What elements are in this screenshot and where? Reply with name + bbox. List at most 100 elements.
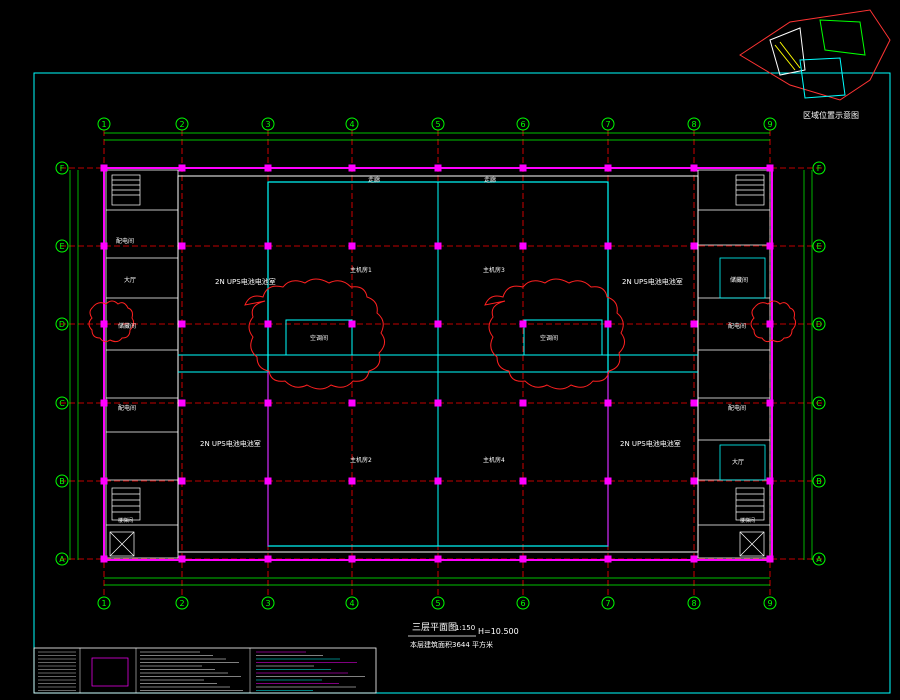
grid-bubble-row-D: D xyxy=(812,317,826,331)
structural-column xyxy=(264,477,272,485)
room-aircon-right: 空调间 xyxy=(540,334,558,342)
structural-column xyxy=(264,399,272,407)
room-ups-top-left: 2N UPS电池电池室 xyxy=(215,277,276,286)
structural-column xyxy=(348,477,356,485)
room-hall-right: 大厅 xyxy=(732,458,744,466)
room-elec-left-2: 配电间 xyxy=(118,404,136,412)
grid-bubble-text: 2 xyxy=(179,120,184,129)
grid-bubble-text: 6 xyxy=(520,599,525,608)
structural-column xyxy=(178,555,186,563)
structural-column xyxy=(348,164,356,172)
grid-bubble-row-F: F xyxy=(812,161,826,175)
structural-column xyxy=(519,555,527,563)
grid-bubble-text: E xyxy=(816,242,821,251)
grid-bubble-text: 8 xyxy=(691,120,696,129)
room-aircon-left: 空调间 xyxy=(310,334,328,342)
grid-bubble-text: 3 xyxy=(265,599,270,608)
structural-column xyxy=(178,477,186,485)
grid-bubble-text: 4 xyxy=(349,120,354,129)
drawing-title-block: 三层平面图 1:150 H=10.500 本层建筑面积3644 平方米 xyxy=(408,622,519,649)
grid-bubble-text: F xyxy=(817,164,822,173)
structural-column xyxy=(690,399,698,407)
grid-bubble-text: 2 xyxy=(179,599,184,608)
room-corridor-top-right: 走廊 xyxy=(484,176,496,184)
room-main-1: 主机房1 xyxy=(350,266,372,274)
grid-bubble-text: 1 xyxy=(101,599,106,608)
room-elec-left-1: 配电间 xyxy=(116,237,134,245)
grid-bubble-text: C xyxy=(816,399,822,408)
structural-column xyxy=(100,477,108,485)
grid-bubble-text: 9 xyxy=(767,599,772,608)
grid-bubble-col-5: 5 xyxy=(431,596,445,610)
structural-column xyxy=(604,477,612,485)
grid-bubble-col-6: 6 xyxy=(516,596,530,610)
structural-column xyxy=(264,555,272,563)
grid-bubble-col-9: 9 xyxy=(763,117,777,131)
drawing-title: 三层平面图 xyxy=(412,622,457,633)
stair-right xyxy=(735,174,765,557)
structural-column xyxy=(264,320,272,328)
grid-bubble-col-6: 6 xyxy=(516,117,530,131)
room-elec-right-2: 配电间 xyxy=(728,404,746,412)
structural-columns xyxy=(100,164,774,563)
structural-column xyxy=(690,320,698,328)
grid-bubble-text: C xyxy=(59,399,65,408)
structural-column xyxy=(519,477,527,485)
room-main-3: 主机房3 xyxy=(483,266,505,274)
room-labels: 2N UPS电池电池室 2N UPS电池电池室 2N UPS电池电池室 2N U… xyxy=(116,176,755,524)
grid-bubble-row-E: E xyxy=(812,239,826,253)
grid-bubble-col-8: 8 xyxy=(687,596,701,610)
grid-bubble-text: D xyxy=(816,320,822,329)
structural-column xyxy=(519,320,527,328)
room-storage-left: 储藏间 xyxy=(118,322,136,330)
structural-column xyxy=(100,242,108,250)
dimension-lines xyxy=(69,132,813,586)
structural-column xyxy=(690,242,698,250)
structural-column xyxy=(690,477,698,485)
room-stair-left: 楼梯间 xyxy=(118,517,133,524)
grid-bubble-col-1: 1 xyxy=(97,596,111,610)
grid-bubble-text: A xyxy=(816,555,822,564)
structural-column xyxy=(519,164,527,172)
room-ups-bottom-right: 2N UPS电池电池室 xyxy=(620,439,681,448)
structural-column xyxy=(766,399,774,407)
grid-bubble-row-C: C xyxy=(812,396,826,410)
grid-bubble-text: B xyxy=(59,477,65,486)
structural-column xyxy=(434,164,442,172)
structural-column xyxy=(766,320,774,328)
grid-bubble-col-5: 5 xyxy=(431,117,445,131)
structural-column xyxy=(178,164,186,172)
structural-column xyxy=(604,555,612,563)
grid-bubble-col-2: 2 xyxy=(175,596,189,610)
structural-column xyxy=(100,555,108,563)
structural-column xyxy=(178,320,186,328)
grid-bubble-row-A: A xyxy=(812,552,826,566)
structural-column xyxy=(348,555,356,563)
grid-bubble-row-C: C xyxy=(55,396,69,410)
grid-bubble-text: 6 xyxy=(520,120,525,129)
grid-bubble-col-4: 4 xyxy=(345,117,359,131)
grid-bubble-text: E xyxy=(59,242,64,251)
grid-bubble-col-7: 7 xyxy=(601,596,615,610)
grid-bubble-col-3: 3 xyxy=(261,596,275,610)
room-elec-right-1: 配电间 xyxy=(728,322,746,330)
grid-bubble-text: 1 xyxy=(101,120,106,129)
structural-column xyxy=(690,555,698,563)
drawing-subtitle: 本层建筑面积3644 平方米 xyxy=(410,640,493,649)
structural-column xyxy=(604,320,612,328)
structural-column xyxy=(434,399,442,407)
structural-column xyxy=(348,242,356,250)
grid-vertical-lines xyxy=(103,130,771,596)
grid-bubble-col-3: 3 xyxy=(261,117,275,131)
structural-column xyxy=(100,399,108,407)
structural-column xyxy=(604,399,612,407)
structural-column xyxy=(434,320,442,328)
building-walls xyxy=(103,167,773,561)
grid-bubble-col-7: 7 xyxy=(601,117,615,131)
structural-column xyxy=(348,320,356,328)
grid-bubble-text: 8 xyxy=(691,599,696,608)
key-map: 区域位置示意图 xyxy=(739,9,891,120)
room-ups-top-right: 2N UPS电池电池室 xyxy=(622,277,683,286)
